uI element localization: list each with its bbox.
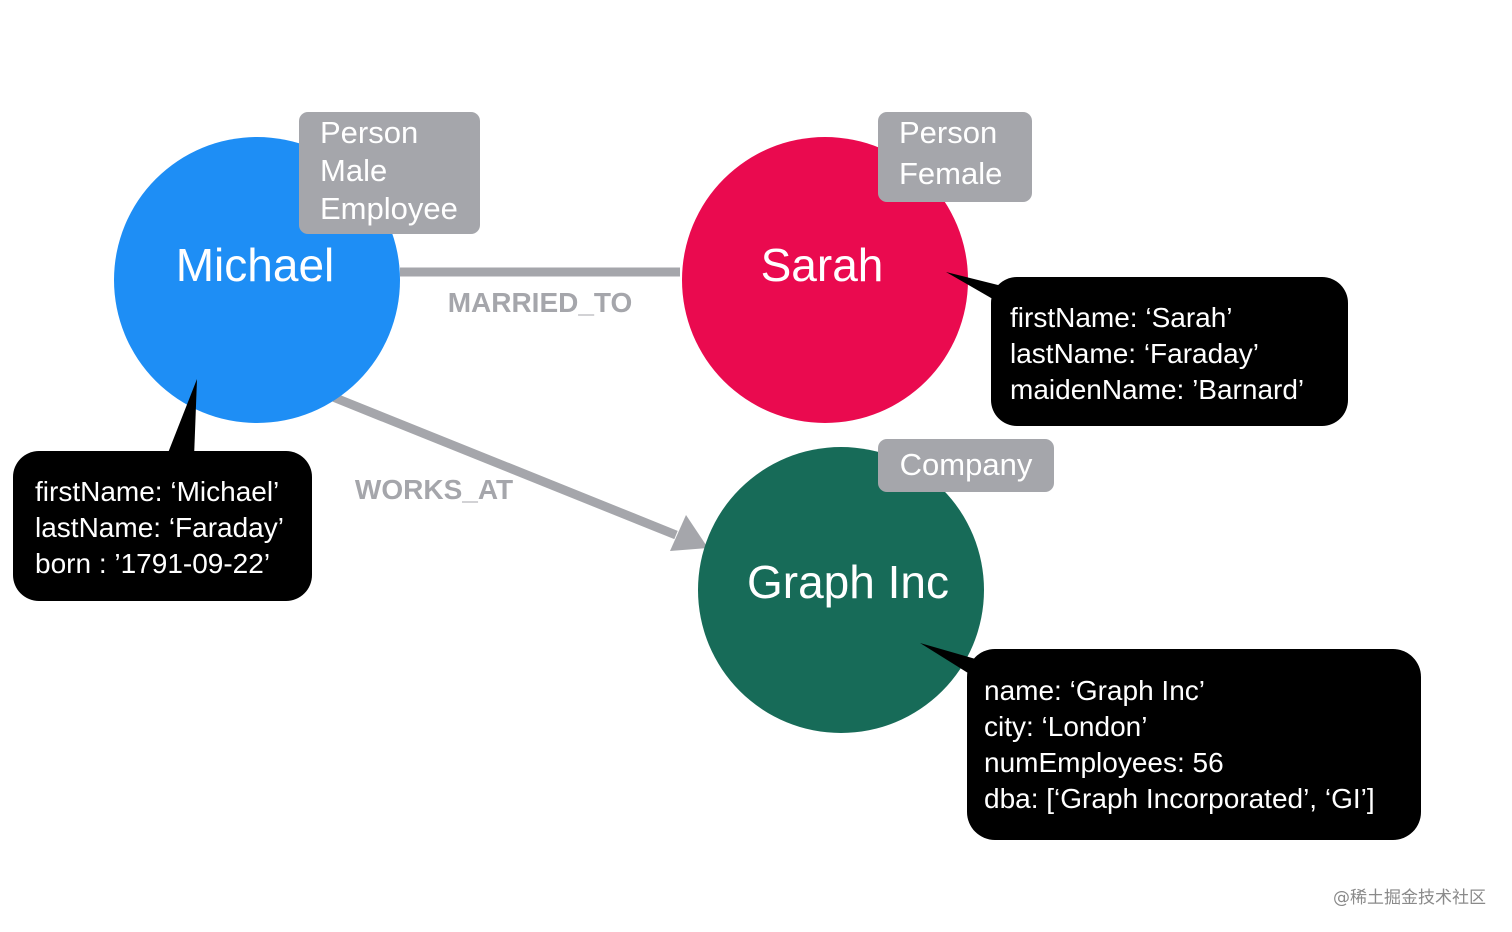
sarah-label-1: Female — [899, 156, 1002, 191]
michael-prop-1: lastName: ‘Faraday’ — [35, 512, 284, 543]
graph-inc-prop-2: numEmployees: 56 — [984, 747, 1224, 778]
michael-label-2: Employee — [320, 191, 458, 226]
sarah-prop-1: lastName: ‘Faraday’ — [1010, 338, 1259, 369]
graph-inc-labels-box — [878, 439, 1054, 492]
watermark-text: @稀土掘金技术社区 — [1333, 888, 1486, 908]
graph-inc-name: Graph Inc — [747, 556, 949, 608]
graph-inc-properties-box — [967, 649, 1421, 840]
graph-inc-prop-1: city: ‘London’ — [984, 711, 1147, 742]
relationship-married-to: MARRIED_TO — [400, 267, 680, 318]
graph-inc-label-0: Company — [900, 447, 1033, 482]
sarah-labels-box — [878, 112, 1032, 202]
node-graph-inc[interactable]: Graph Inc — [698, 447, 984, 733]
works-at-line — [331, 392, 678, 540]
graph-inc-prop-3: dba: [‘Graph Incorporated’, ‘GI’] — [984, 783, 1375, 814]
graph-inc-prop-0: name: ‘Graph Inc’ — [984, 675, 1205, 706]
node-sarah[interactable]: Sarah — [682, 137, 968, 423]
michael-labels-tag: Person Male Employee — [299, 112, 480, 234]
michael-label-1: Male — [320, 153, 387, 188]
graph-inc-properties-callout: name: ‘Graph Inc’ city: ‘London’ numEmpl… — [920, 643, 1421, 840]
michael-name: Michael — [176, 239, 335, 291]
graph-inc-labels-tag: Company — [878, 439, 1054, 492]
relationship-works-at: WORKS_AT — [331, 392, 708, 551]
works-at-label: WORKS_AT — [355, 474, 513, 505]
sarah-labels-tag: Person Female — [878, 112, 1032, 202]
michael-callout-pointer — [166, 379, 197, 458]
sarah-circle[interactable] — [682, 137, 968, 423]
michael-prop-2: born : ’1791-09-22’ — [35, 548, 270, 579]
michael-prop-0: firstName: ‘Michael’ — [35, 476, 279, 507]
sarah-name: Sarah — [761, 239, 884, 291]
works-at-arrowhead — [670, 515, 708, 551]
sarah-prop-2: maidenName: ’Barnard’ — [1010, 374, 1304, 405]
michael-label-0: Person — [320, 115, 418, 150]
michael-properties-box — [13, 451, 312, 601]
michael-properties-callout: firstName: ‘Michael’ lastName: ‘Faraday’… — [13, 379, 312, 601]
sarah-prop-0: firstName: ‘Sarah’ — [1010, 302, 1233, 333]
sarah-properties-box — [991, 277, 1348, 426]
sarah-properties-callout: firstName: ‘Sarah’ lastName: ‘Faraday’ m… — [946, 272, 1348, 426]
sarah-label-0: Person — [899, 115, 997, 150]
graph-inc-circle[interactable] — [698, 447, 984, 733]
married-to-label: MARRIED_TO — [448, 287, 633, 318]
michael-labels-box — [299, 112, 480, 234]
